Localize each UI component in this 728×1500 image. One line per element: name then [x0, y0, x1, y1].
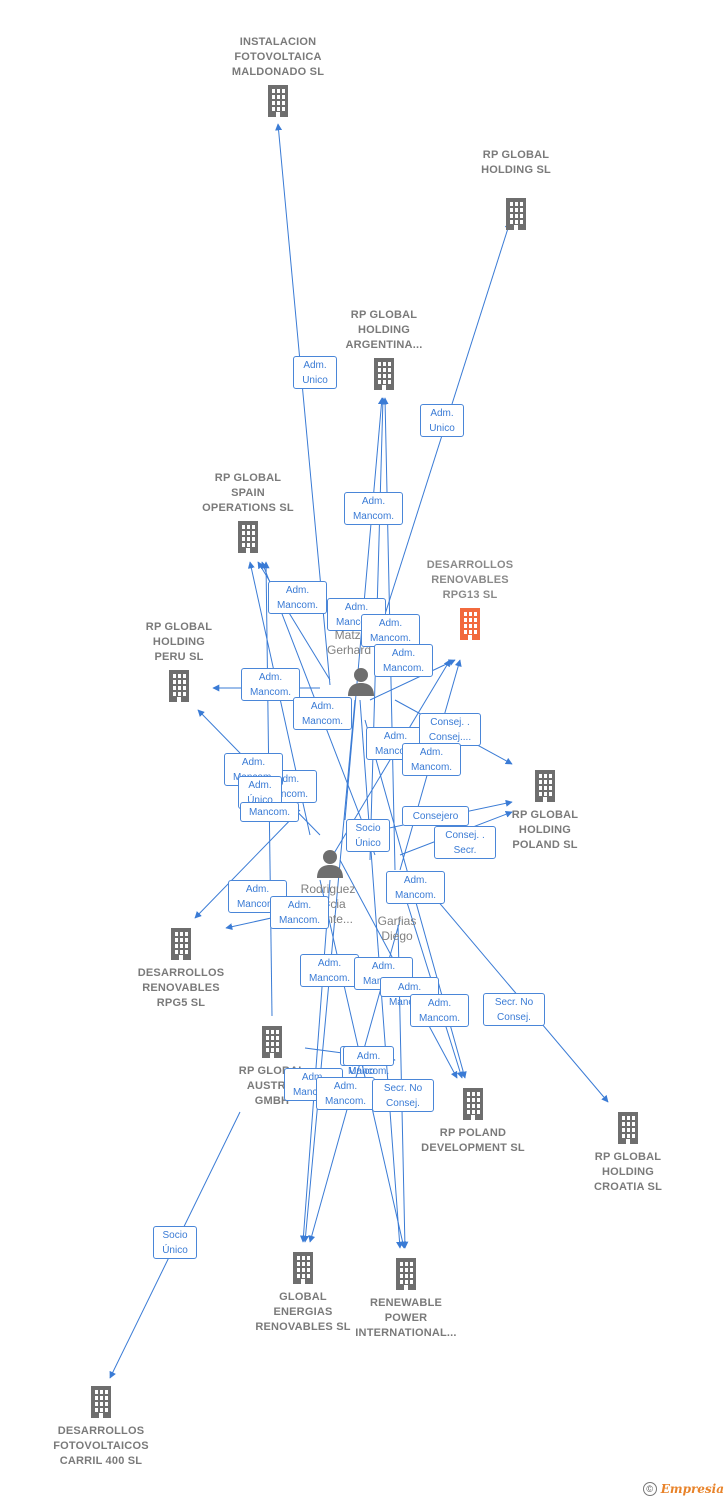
building-icon[interactable]: [533, 770, 557, 802]
company-label[interactable]: RP GLOBAL SPAIN OPERATIONS SL: [202, 472, 294, 514]
company-label[interactable]: INSTALACION FOTOVOLTAICA MALDONADO SL: [231, 36, 325, 78]
person-label[interactable]: Matzi Gerhard: [326, 628, 372, 657]
edge-role-label[interactable]: Adm. Mancom.: [316, 1077, 375, 1110]
edge-role-label[interactable]: Mancom.: [240, 802, 299, 822]
edge-role-label[interactable]: Consej. . Secr.: [434, 826, 496, 859]
edge-role-label[interactable]: Adm. Mancom.: [241, 668, 300, 701]
building-icon[interactable]: [616, 1112, 640, 1144]
building-icon[interactable]: [291, 1252, 315, 1284]
building-icon[interactable]: [394, 1258, 418, 1290]
company-label[interactable]: DESARROLLOS RENOVABLES RPG13 SL: [426, 559, 514, 601]
person-icon[interactable]: [346, 666, 376, 698]
building-icon[interactable]: [266, 85, 290, 117]
relationship-edge: [369, 659, 456, 701]
edge-role-label[interactable]: Consej. . Consej....: [419, 713, 481, 746]
company-label[interactable]: RP GLOBAL HOLDING SL: [481, 149, 551, 176]
building-icon[interactable]: [167, 670, 191, 702]
building-icon[interactable]: [504, 198, 528, 230]
edge-role-label[interactable]: Adm. Mancom.: [374, 644, 433, 677]
company-label[interactable]: RP GLOBAL HOLDING PERU SL: [145, 621, 213, 663]
company-label[interactable]: RENEWABLE POWER INTERNATIONAL...: [355, 1297, 457, 1339]
company-label[interactable]: RP GLOBAL HOLDING CROATIA SL: [594, 1151, 662, 1193]
company-label[interactable]: GLOBAL ENERGIAS RENOVABLES SL: [255, 1291, 351, 1333]
building-icon[interactable]: [260, 1026, 284, 1058]
edge-role-label[interactable]: Adm. Mancom.: [361, 614, 420, 647]
edge-role-label[interactable]: Adm. Mancom.: [300, 954, 359, 987]
company-label[interactable]: DESARROLLOS FOTOVOLTAICOS CARRIL 400 SL: [53, 1425, 149, 1467]
relationship-edge: [419, 879, 609, 1103]
brand-logo[interactable]: Empresia: [660, 1482, 724, 1496]
edge-role-label[interactable]: Secr. No Consej.: [483, 993, 545, 1026]
person-label[interactable]: Garfias Diego: [377, 914, 417, 943]
building-icon[interactable]: [461, 1088, 485, 1120]
building-icon[interactable]: [236, 521, 260, 553]
building-icon[interactable]: [89, 1386, 113, 1418]
person-icon[interactable]: [315, 848, 345, 880]
edge-role-label[interactable]: Socio Único: [153, 1226, 197, 1259]
edge-role-label[interactable]: Adm. Unico: [293, 356, 337, 389]
edge-role-label[interactable]: Adm. Mancom.: [343, 1046, 395, 1077]
edge-role-label[interactable]: Adm. Mancom.: [410, 994, 469, 1027]
edge-role-label[interactable]: Consejero: [402, 806, 469, 826]
copyright-symbol: ©: [642, 1482, 657, 1496]
relationship-edge: [299, 879, 331, 1243]
edge-role-label[interactable]: Adm. Mancom.: [380, 977, 439, 1008]
edge-role-label[interactable]: Adm. Mancom.: [268, 581, 327, 614]
edge-role-label[interactable]: Adm. Mancom.: [386, 871, 445, 904]
relationship-edge: [194, 809, 301, 919]
building-icon[interactable]: [169, 928, 193, 960]
company-label[interactable]: DESARROLLOS RENOVABLES RPG5 SL: [137, 967, 225, 1009]
edge-role-label[interactable]: Adm. Mancom.: [402, 743, 461, 776]
company-label[interactable]: RP GLOBAL HOLDING POLAND SL: [511, 809, 579, 851]
building-icon[interactable]: [372, 358, 396, 390]
company-label[interactable]: RP GLOBAL HOLDING ARGENTINA...: [345, 309, 423, 351]
edge-role-label[interactable]: Adm. Mancom.: [270, 896, 329, 929]
company-label[interactable]: RP POLAND DEVELOPMENT SL: [421, 1127, 525, 1154]
edge-role-label[interactable]: Secr. No Consej.: [372, 1079, 434, 1112]
edge-role-label[interactable]: Adm. Mancom.: [293, 697, 352, 730]
copyright-footer: © Empresia: [642, 1482, 724, 1496]
edge-role-label[interactable]: Socio Único: [346, 819, 390, 852]
edge-role-label[interactable]: Adm. Mancom.: [344, 492, 403, 525]
edge-role-label[interactable]: Adm. Unico: [420, 404, 464, 437]
building-icon[interactable]: [458, 608, 482, 640]
